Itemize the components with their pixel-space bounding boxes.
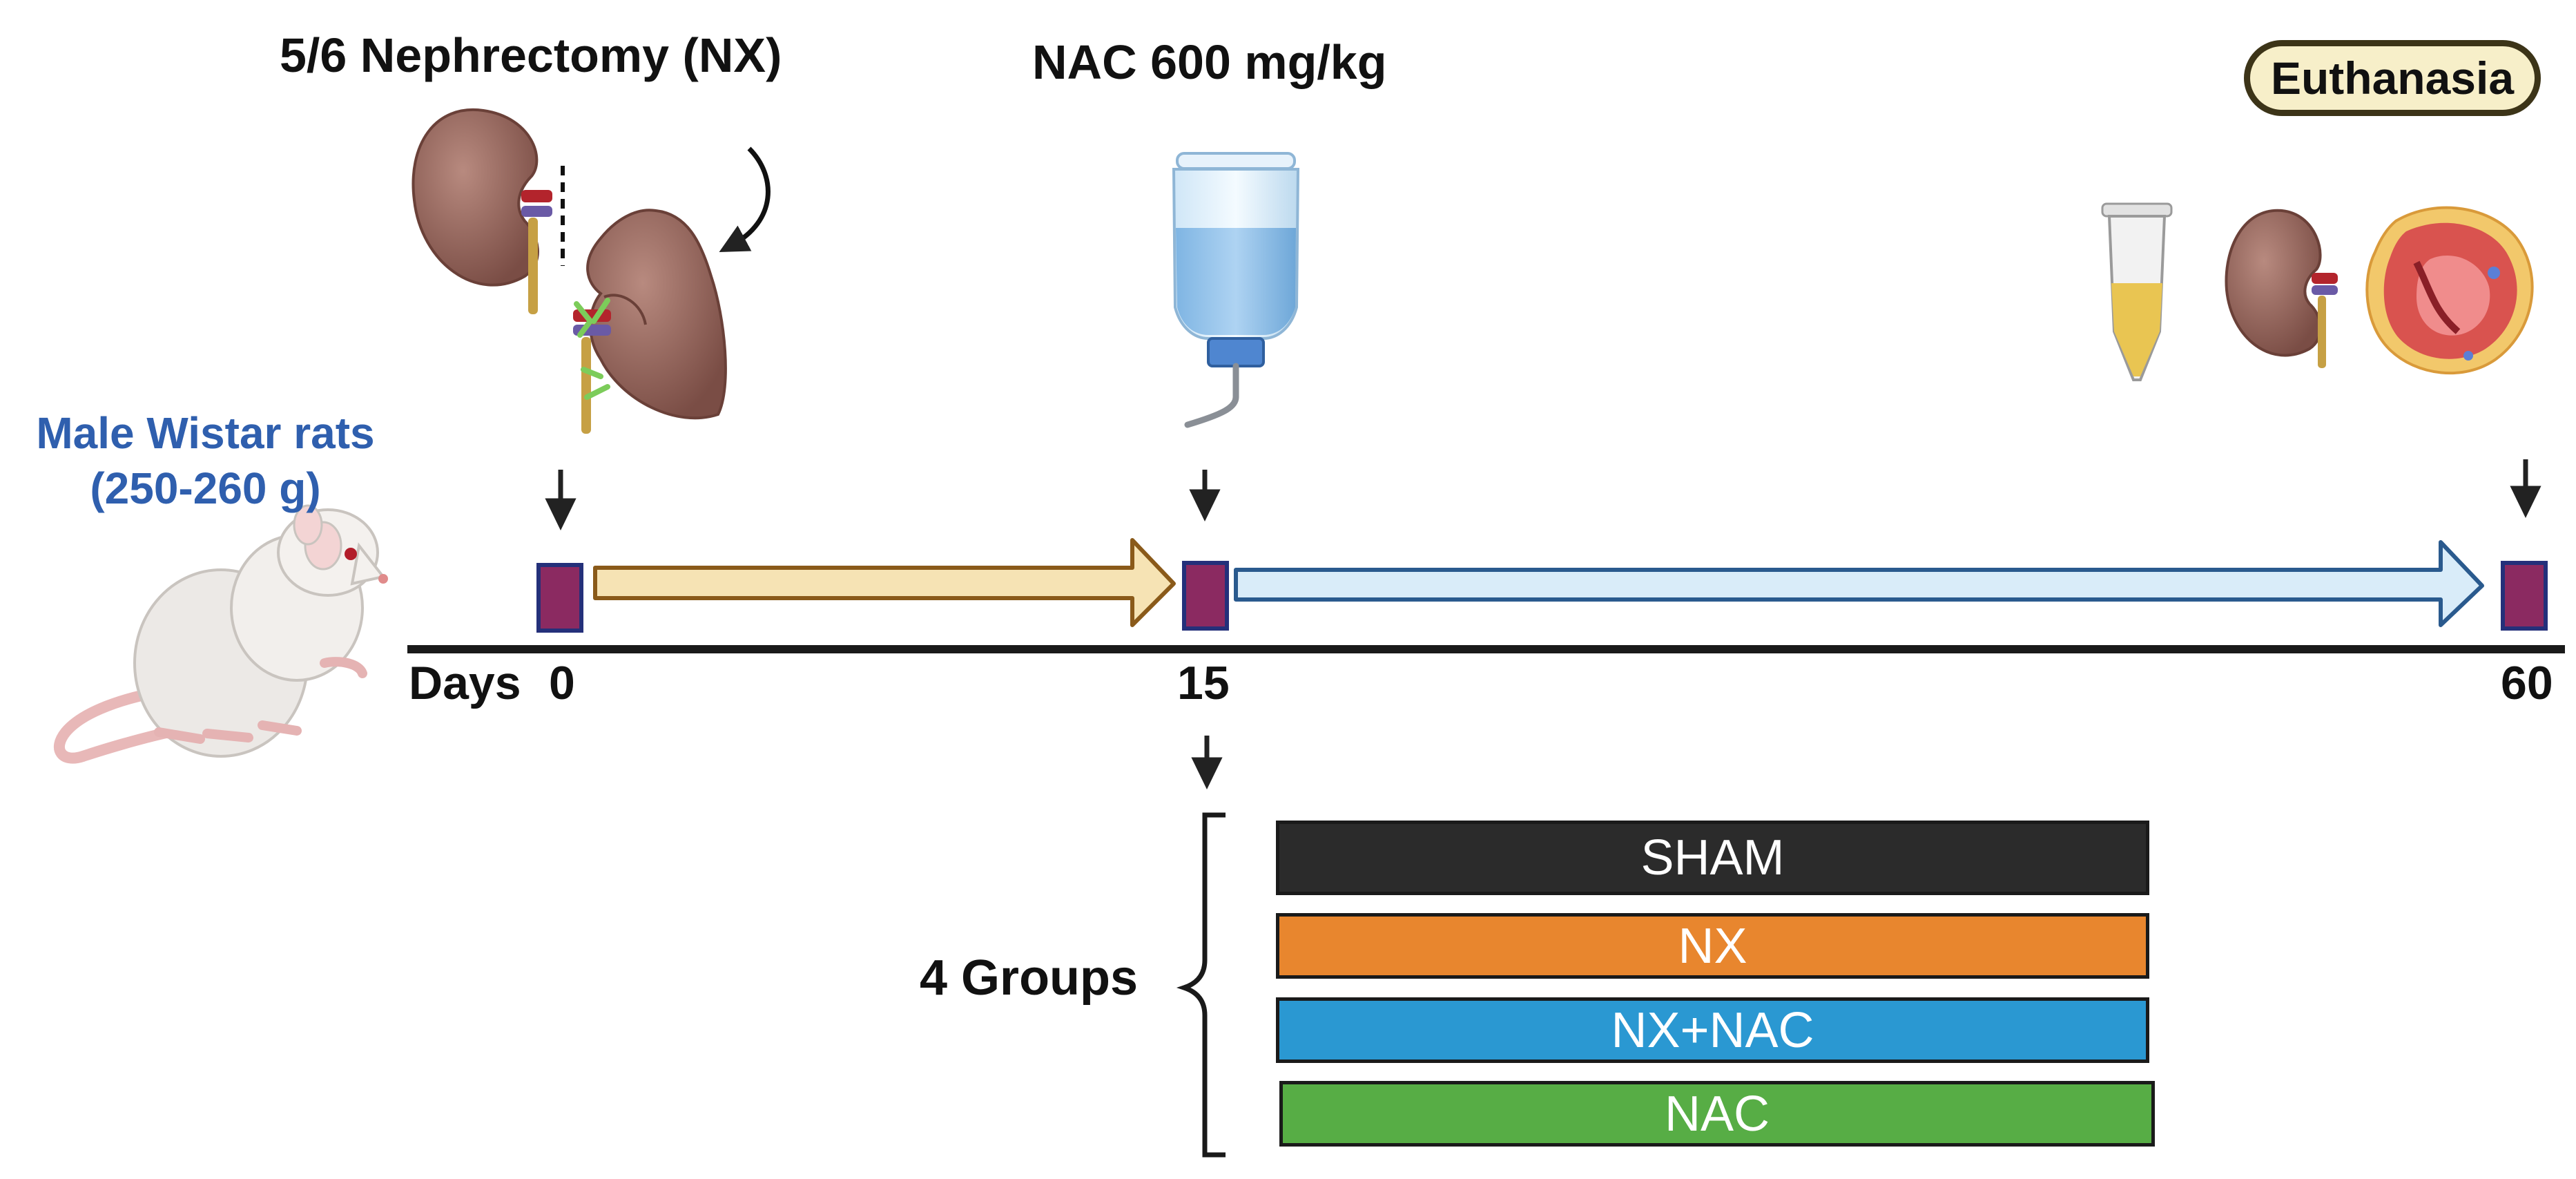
group-bar-sham: SHAM — [1276, 821, 2149, 895]
timepoint-arrows — [545, 459, 2541, 790]
water-bottle-icon — [1172, 152, 1300, 428]
tick-day-15: 15 — [1177, 657, 1230, 709]
group-bar-nac: NAC — [1279, 1081, 2155, 1147]
phase-arrow-2 — [1234, 540, 2484, 627]
kidney-icon — [411, 108, 771, 434]
phase-arrow-1 — [593, 538, 1176, 627]
marker-day-60 — [2501, 561, 2548, 631]
group-bar-nx-nac: NX+NAC — [1276, 997, 2149, 1063]
marker-day-15 — [1182, 561, 1229, 631]
group-name-nac: NAC — [1664, 1086, 1770, 1142]
subject-description: Male Wistar rats (250-260 g) — [17, 408, 394, 514]
kidney-icon — [2225, 209, 2338, 368]
subject-line-1: Male Wistar rats — [36, 408, 375, 458]
heart-section-icon — [2365, 206, 2534, 375]
groups-label: 4 Groups — [920, 950, 1139, 1006]
group-bar-nx: NX — [1276, 913, 2149, 979]
subject-line-2: (250-260 g) — [90, 463, 321, 513]
group-brace — [1176, 812, 1226, 1158]
endpoint-badge: Euthanasia — [2244, 40, 2541, 116]
procedure-label: 5/6 Nephrectomy (NX) — [280, 28, 782, 82]
group-name-nx-nac: NX+NAC — [1611, 1002, 1814, 1058]
tick-day-0: 0 — [549, 657, 575, 709]
tick-day-60: 60 — [2501, 657, 2553, 709]
timepoint-markers — [536, 561, 2548, 633]
group-name-nx: NX — [1678, 918, 1747, 974]
sample-tube-icon — [2101, 202, 2173, 381]
axis-label: Days — [409, 657, 521, 709]
endpoint-label: Euthanasia — [2270, 52, 2515, 104]
group-name-sham: SHAM — [1640, 830, 1785, 885]
rat-icon — [53, 504, 388, 764]
treatment-label: NAC 600 mg/kg — [1032, 35, 1387, 89]
marker-day-0 — [536, 563, 583, 633]
